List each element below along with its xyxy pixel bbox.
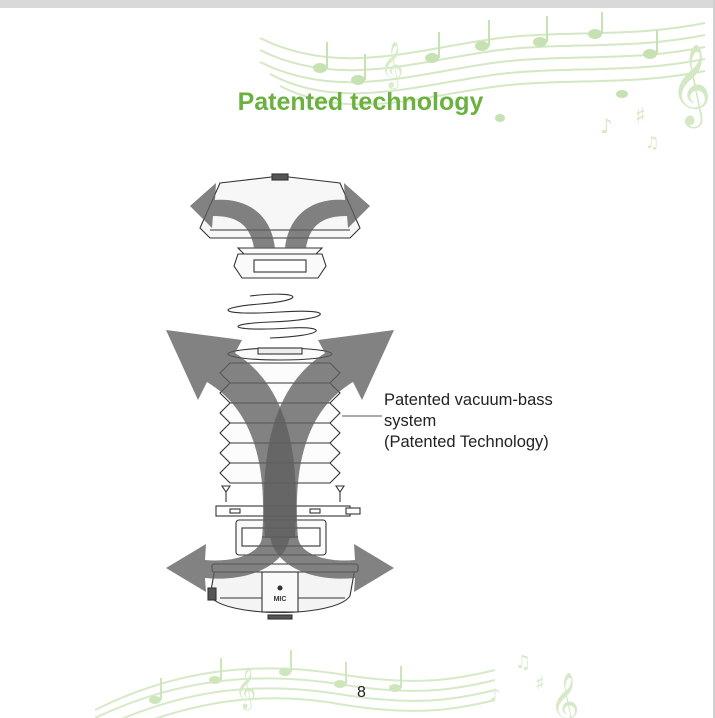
speaker-exploded-diagram: MIC	[166, 173, 394, 620]
airflow-arrows	[166, 183, 394, 592]
top-left-airflow-arrow	[190, 183, 275, 248]
music-notes-decoration-bottom: 𝄞 ♫ ♯ 𝄞 ♪	[95, 650, 580, 718]
mic-label: MIC	[274, 596, 287, 603]
svg-text:♯: ♯	[635, 104, 646, 129]
page-number: 8	[357, 684, 366, 701]
vacuum-bass-callout: Patented vacuum-bass system (Patented Te…	[384, 390, 553, 453]
music-notes-decoration-top: 𝄞 ♯ ♪ ♫ 𝄞	[259, 12, 711, 152]
svg-text:♫: ♫	[515, 652, 531, 673]
svg-text:♪: ♪	[490, 685, 500, 704]
svg-text:♫: ♫	[645, 133, 659, 152]
svg-text:♯: ♯	[535, 671, 545, 695]
svg-text:𝄞: 𝄞	[380, 42, 404, 90]
callout-line-2: system	[384, 412, 437, 430]
svg-text:𝄞: 𝄞	[550, 672, 580, 718]
right-curved-airflow-arrow	[263, 330, 394, 538]
svg-text:𝄞: 𝄞	[670, 43, 711, 128]
top-right-airflow-arrow	[285, 183, 370, 248]
svg-text:♪: ♪	[600, 114, 613, 138]
left-curved-airflow-arrow	[166, 330, 297, 538]
svg-text:𝄞: 𝄞	[235, 667, 256, 710]
page-title: Patented technology	[237, 88, 484, 116]
callout-line-1: Patented vacuum-bass	[384, 391, 553, 409]
callout-line-3: (Patented Technology)	[384, 433, 549, 451]
page-right-border	[713, 0, 715, 718]
bottom-right-airflow-arrow	[270, 536, 394, 592]
page-top-border	[0, 0, 715, 8]
bottom-left-airflow-arrow	[166, 536, 290, 592]
